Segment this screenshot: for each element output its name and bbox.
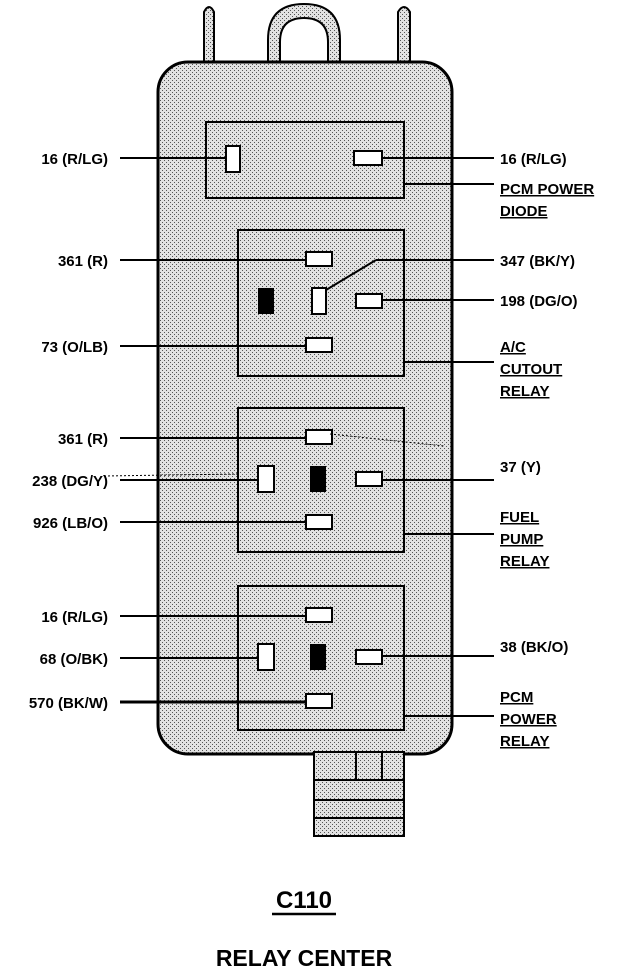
component-label-fuel-pump-relay: FUEL PUMP RELAY xyxy=(500,509,549,570)
component-label-line: DIODE xyxy=(500,203,548,220)
component-label-ac-cutout-relay: A/C CUTOUT RELAY xyxy=(500,339,562,400)
pcm-blank-terminal xyxy=(310,644,326,670)
diode-terminal-left xyxy=(225,145,241,173)
ac-blank-terminal xyxy=(258,288,274,314)
wire-label-pcm-bottom-left: 570 (BK/W) xyxy=(29,695,108,712)
pcm-power-diode-socket xyxy=(120,121,494,199)
wire-label-fp-mid-right: 37 (Y) xyxy=(500,459,541,476)
pcm-terminal-left xyxy=(257,643,275,671)
fp-terminal-right xyxy=(355,471,383,487)
fp-blank-terminal xyxy=(310,466,326,492)
component-label-pcm-power-relay: PCM POWER RELAY xyxy=(500,689,557,750)
component-label-line: PCM xyxy=(500,689,533,706)
component-label-line: RELAY xyxy=(500,733,549,750)
ac-terminal-bottom xyxy=(305,337,333,353)
component-name: RELAY CENTER xyxy=(216,945,393,968)
wire-label-pcm-mid-left: 68 (O/BK) xyxy=(40,651,108,668)
pcm-terminal-top xyxy=(305,607,333,623)
component-label-line: RELAY xyxy=(500,383,549,400)
component-label-line: PUMP xyxy=(500,531,543,548)
component-label-line: FUEL xyxy=(500,509,539,526)
wire-label-ac-mid-right: 198 (DG/O) xyxy=(500,293,578,310)
wire-label-pcm-top-left: 16 (R/LG) xyxy=(41,609,108,626)
wire-label-diode-left: 16 (R/LG) xyxy=(41,151,108,168)
pcm-power-relay-socket xyxy=(120,585,494,731)
component-label-line: CUTOUT xyxy=(500,361,562,378)
ac-terminal-right xyxy=(355,293,383,309)
wire-label-fp-mid-left: 238 (DG/Y) xyxy=(32,473,108,490)
component-label-line: A/C xyxy=(500,339,526,356)
wire-label-diode-right: 16 (R/LG) xyxy=(500,151,567,168)
fp-terminal-top xyxy=(305,429,333,445)
wire-label-ac-top-left: 361 (R) xyxy=(58,253,108,270)
ac-terminal-center xyxy=(311,287,327,315)
component-label-line: PCM POWER xyxy=(500,181,594,198)
right-mounting-tab xyxy=(397,6,411,68)
fp-terminal-left xyxy=(257,465,275,493)
wire-label-fp-top-left: 361 (R) xyxy=(58,431,108,448)
wire-label-ac-bottom-left: 73 (O/LB) xyxy=(41,339,108,356)
connector-id: C110 xyxy=(276,887,332,914)
pcm-terminal-bottom xyxy=(305,693,333,709)
component-label-line: RELAY xyxy=(500,553,549,570)
ac-terminal-top xyxy=(305,251,333,267)
left-mounting-tab xyxy=(203,6,215,68)
fuel-pump-relay-socket xyxy=(103,407,494,553)
wire-label-fp-bottom-left: 926 (LB/O) xyxy=(33,515,108,532)
wire-label-ac-top-right: 347 (BK/Y) xyxy=(500,253,575,270)
pcm-terminal-right xyxy=(355,649,383,665)
top-hook xyxy=(267,2,341,69)
ac-cutout-relay-socket xyxy=(120,229,494,377)
wire-label-pcm-mid-right: 38 (BK/O) xyxy=(500,639,568,656)
mounting-tabs xyxy=(203,2,411,69)
component-label-pcm-power-diode: PCM POWER DIODE xyxy=(500,181,594,220)
harness-connector-stub xyxy=(313,751,405,837)
component-label-line: POWER xyxy=(500,711,557,728)
diode-terminal-right xyxy=(353,150,383,166)
fp-terminal-bottom xyxy=(305,514,333,530)
